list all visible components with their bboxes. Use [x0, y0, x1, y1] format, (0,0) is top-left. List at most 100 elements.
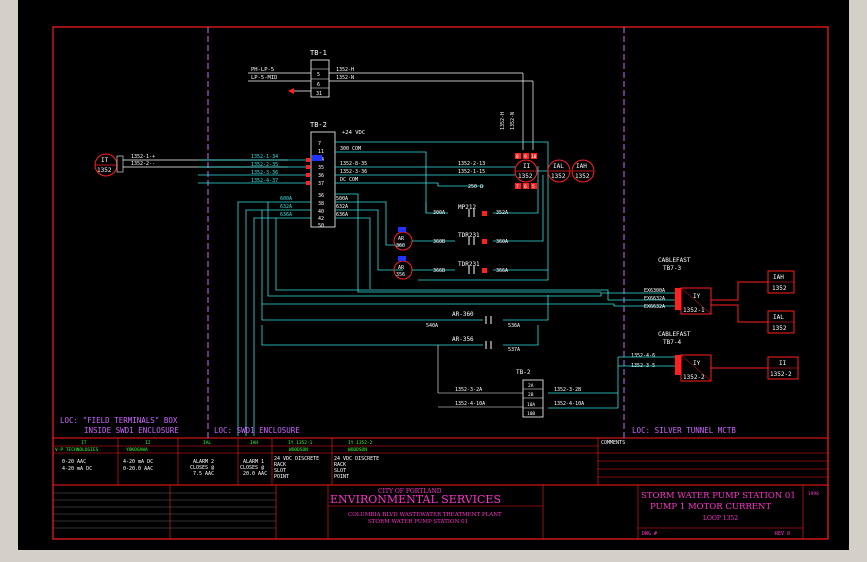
svg-text:1352-3-36: 1352-3-36	[340, 169, 367, 175]
relay-name: MP212	[458, 204, 476, 211]
svg-text:300A: 300A	[433, 210, 445, 216]
loc-left-line1: LOC: "FIELD TERMINALS" BOX	[60, 416, 178, 425]
svg-text:10: 10	[531, 154, 537, 160]
svg-text:1352-N: 1352-N	[510, 112, 516, 130]
relay-name: TDR231	[458, 261, 480, 268]
svg-text:1352-1-15: 1352-1-15	[458, 169, 485, 175]
svg-text:IT: IT	[81, 440, 87, 446]
svg-text:11: 11	[318, 149, 324, 155]
svg-text:AR-360: AR-360	[452, 311, 474, 318]
station-label: STORM WATER PUMP STATION 01	[368, 519, 468, 525]
svg-text:1352-1-34: 1352-1-34	[251, 154, 278, 160]
svg-text:POINT: POINT	[334, 474, 349, 480]
svg-text:1352-4-37: 1352-4-37	[251, 178, 278, 184]
date-label: 1998	[808, 491, 819, 497]
svg-text:2A: 2A	[528, 383, 534, 389]
svg-text:636A: 636A	[336, 212, 348, 218]
ar-coils: AR 360 AR 356	[393, 227, 438, 280]
svg-text:IT: IT	[101, 157, 109, 164]
svg-text:366A: 366A	[496, 268, 508, 274]
ial-tag: IAL	[553, 163, 564, 170]
svg-text:EX6300A: EX6300A	[644, 288, 665, 294]
comments-label: COMMENTS	[601, 440, 625, 446]
title-block: CITY OF PORTLAND ENVIRONMENTAL SERVICES …	[53, 485, 819, 539]
svg-text:1352-2--: 1352-2--	[131, 161, 155, 167]
right-alarm-boxes: IAH 1352 IAL 1352 II 1352-2	[767, 270, 799, 380]
svg-text:RACK: RACK	[334, 462, 346, 468]
svg-text:II: II	[779, 360, 787, 367]
wire-terminal-markers	[306, 158, 310, 185]
instrument-table	[53, 438, 828, 485]
svg-text:IY: IY	[693, 360, 701, 367]
svg-text:1352-1-+: 1352-1-+	[131, 154, 155, 160]
loc-left-line2: INSIDE SWD1 ENCLOSURE	[84, 426, 179, 435]
svg-text:600A: 600A	[280, 196, 292, 202]
svg-text:6: 6	[317, 82, 320, 88]
svg-text:AR: AR	[398, 265, 405, 271]
svg-text:360A: 360A	[496, 239, 508, 245]
svg-text:300 COM: 300 COM	[340, 146, 361, 152]
drawing-border	[52, 26, 829, 540]
svg-text:8: 8	[516, 154, 519, 160]
svg-text:10B: 10B	[527, 411, 535, 417]
loc-middle: LOC: SWD1 ENCLOSURE	[214, 426, 300, 435]
rev-label: REV 0	[775, 531, 790, 537]
plant-label: COLUMBIA BLVD WASTEWATER TREATMENT PLANT	[348, 512, 502, 518]
iah-tag: IAH	[576, 163, 587, 170]
ar-contacts: AR-360 540A 536A AR-356 537A	[426, 311, 520, 353]
svg-text:20.0 AAC: 20.0 AAC	[243, 471, 267, 477]
svg-text:IAH: IAH	[250, 440, 258, 446]
svg-text:37: 37	[318, 181, 324, 187]
svg-text:POINT: POINT	[274, 474, 289, 480]
svg-text:IY 1352-2: IY 1352-2	[348, 440, 373, 446]
svg-text:632A: 632A	[336, 204, 348, 210]
svg-text:35: 35	[318, 165, 324, 171]
svg-text:537A: 537A	[508, 347, 520, 353]
svg-text:WOODSON: WOODSON	[348, 447, 367, 453]
svg-text:RACK: RACK	[274, 462, 286, 468]
svg-text:0-20 AAC: 0-20 AAC	[62, 459, 86, 465]
svg-text:IAL: IAL	[203, 440, 211, 446]
svg-text:352A: 352A	[496, 210, 508, 216]
svg-text:1352-2-13: 1352-2-13	[458, 161, 485, 167]
ground-arrow-icon	[288, 88, 294, 94]
tb2-right-wires	[335, 141, 601, 346]
svg-text:36: 36	[318, 193, 324, 199]
svg-text:ALARM 1: ALARM 1	[243, 459, 264, 465]
tb2-lower-block: TB-2 2A 2B 10A 10B 1352-3-2A 1352-4-10A …	[437, 345, 584, 418]
drawing-title-2: PUMP 1 MOTOR CURRENT	[650, 502, 771, 512]
svg-text:V-P TECHNOLOGIES: V-P TECHNOLOGIES	[55, 447, 99, 453]
svg-text:5: 5	[317, 72, 320, 78]
svg-text:CLOSES @: CLOSES @	[190, 465, 214, 471]
svg-text:ALARM 2: ALARM 2	[193, 459, 214, 465]
svg-text:1352-H: 1352-H	[500, 112, 506, 130]
svg-text:TB7-4: TB7-4	[663, 339, 681, 346]
tb2-title: TB-2	[310, 121, 327, 129]
svg-text:4-20 mA DC: 4-20 mA DC	[62, 466, 92, 472]
tb2-vdc: +24 VDC	[342, 130, 365, 136]
tb1-terminal-block: TB-1 5 6 31 PH-LP-5 LP-5-MID 1352-H 1352…	[248, 49, 534, 150]
tb1-input-1: PH-LP-5	[251, 67, 274, 73]
loop-label: LOOP 1352	[703, 515, 738, 522]
svg-text:AR-356: AR-356	[452, 336, 474, 343]
svg-text:EX6632A: EX6632A	[644, 304, 665, 310]
tb1-title: TB-1	[310, 49, 327, 57]
svg-text:1352-3-36: 1352-3-36	[251, 170, 278, 176]
svg-text:1352-8-35: 1352-8-35	[340, 161, 367, 167]
tb1-input-2: LP-5-MID	[251, 75, 278, 81]
svg-text:1352-2: 1352-2	[683, 374, 705, 381]
svg-text:TB7-3: TB7-3	[663, 265, 681, 272]
svg-text:1352: 1352	[97, 167, 112, 174]
svg-text:YOKOGAWA: YOKOGAWA	[126, 447, 148, 453]
svg-text:7: 7	[318, 141, 321, 147]
cad-drawing-viewport: TB-1 5 6 31 PH-LP-5 LP-5-MID 1352-H 1352…	[18, 0, 849, 550]
svg-text:TB-2: TB-2	[516, 369, 531, 376]
svg-text:500A: 500A	[336, 196, 348, 202]
svg-text:1352-1: 1352-1	[683, 307, 705, 314]
svg-text:SLOT: SLOT	[334, 468, 346, 474]
svg-text:366B: 366B	[433, 268, 445, 274]
svg-text:24 VDC DISCRETE: 24 VDC DISCRETE	[274, 456, 319, 462]
relay-contacts: MP212 300A 352A TDR231 360B 360A TDR231 …	[433, 204, 508, 274]
svg-text:1352: 1352	[772, 285, 787, 292]
cablefast-1: CABLEFAST TB7-3 EX6300A EX6632A EX6632A …	[644, 257, 768, 323]
